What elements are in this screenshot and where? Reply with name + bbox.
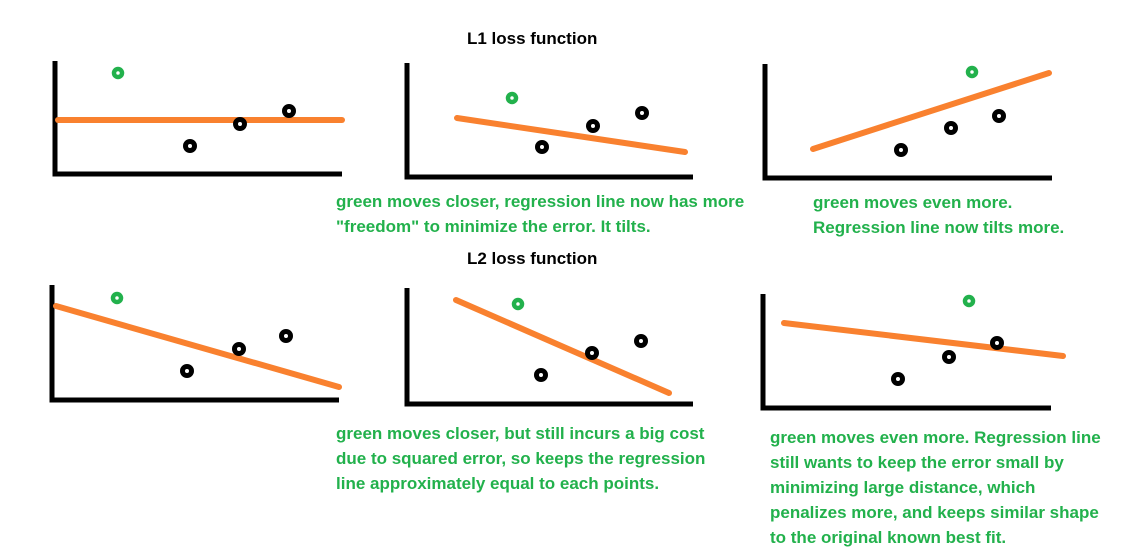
data-point (634, 334, 648, 348)
data-point (534, 368, 548, 382)
caption-line: green moves even more. (813, 193, 1013, 212)
plot-canvas (760, 294, 1066, 411)
plot-canvas (49, 285, 342, 403)
axes (760, 294, 1051, 411)
green-moving-point (962, 294, 976, 308)
plot-l2-green-even-more (750, 280, 1070, 414)
data-point (891, 372, 905, 386)
caption-line: to the original known best fit. (770, 528, 1007, 547)
section-title-l2: L2 loss function (467, 249, 598, 268)
data-point (233, 117, 247, 131)
data-point (180, 364, 194, 378)
axes (404, 63, 693, 180)
data-point (232, 342, 246, 356)
caption-line: green moves closer, but still incurs a b… (336, 424, 705, 443)
plot-l2-green-closer (395, 280, 707, 412)
plot-canvas (762, 64, 1052, 181)
regression-line (810, 70, 1052, 152)
data-point (535, 140, 549, 154)
data-point (992, 109, 1006, 123)
data-point (944, 121, 958, 135)
caption-l2-green-closer: green moves closer, but still incurs a b… (336, 421, 705, 496)
axes (52, 61, 342, 177)
regression-line (453, 297, 672, 396)
plot-l2-initial (40, 280, 352, 412)
section-title-l1: L1 loss function (467, 29, 598, 48)
plot-l1-green-closer (395, 55, 707, 187)
caption-line: due to squared error, so keeps the regre… (336, 449, 706, 468)
plot-l1-initial (40, 55, 352, 187)
caption-line: line approximately equal to each points. (336, 474, 660, 493)
caption-line: Regression line now tilts more. (813, 218, 1065, 237)
plot-l1-green-even-more (755, 55, 1067, 187)
plot-canvas (52, 61, 345, 177)
green-moving-point (111, 66, 125, 80)
green-moving-point (511, 297, 525, 311)
data-point (942, 350, 956, 364)
green-moving-point (965, 65, 979, 79)
green-moving-point (505, 91, 519, 105)
plot-canvas (404, 63, 693, 180)
caption-line: green moves even more. Regression line (770, 428, 1101, 447)
caption-line: still wants to keep the error small by (770, 453, 1064, 472)
data-point (635, 106, 649, 120)
caption-line: minimizing large distance, which (770, 478, 1036, 497)
plot-canvas (404, 288, 693, 407)
caption-l1-green-even-more: green moves even more. Regression line n… (813, 190, 1064, 240)
green-moving-point (110, 291, 124, 305)
axes (49, 285, 339, 403)
regression-line (454, 115, 688, 155)
regression-line (781, 320, 1066, 359)
regression-line (53, 303, 342, 390)
axes (404, 288, 693, 407)
data-point (990, 336, 1004, 350)
data-point (282, 104, 296, 118)
caption-line: "freedom" to minimize the error. It tilt… (336, 217, 651, 236)
caption-l2-green-even-more: green moves even more. Regression line s… (770, 425, 1101, 550)
data-point (279, 329, 293, 343)
caption-l1-green-closer: green moves closer, regression line now … (336, 189, 744, 239)
caption-line: green moves closer, regression line now … (336, 192, 745, 211)
data-point (183, 139, 197, 153)
data-point (894, 143, 908, 157)
data-point (586, 119, 600, 133)
data-point (585, 346, 599, 360)
caption-line: penalizes more, and keeps similar shape (770, 503, 1099, 522)
axes (762, 64, 1052, 181)
